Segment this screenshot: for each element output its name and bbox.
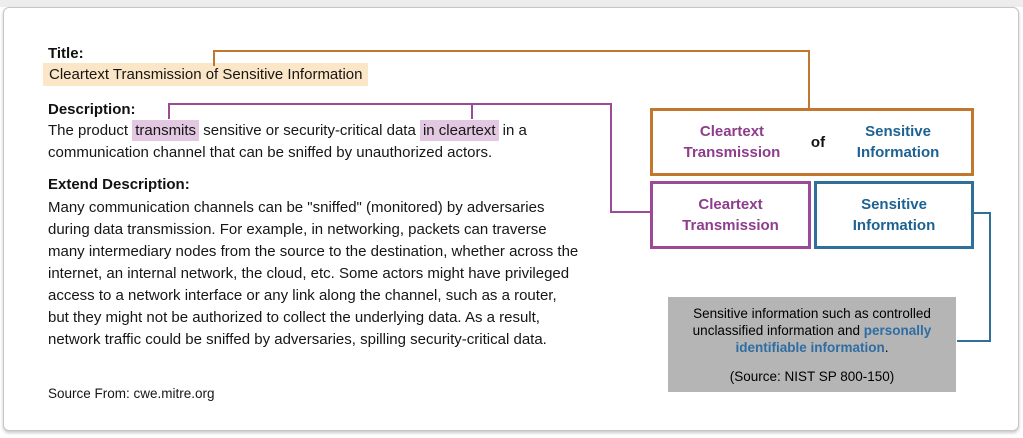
source-attribution: Source From: cwe.mitre.org [48, 386, 215, 401]
title-label: Title: [48, 45, 84, 62]
node-cleartext-transmission-of-sensitive-information: Cleartext Transmission of Sensitive Info… [650, 108, 974, 176]
title-value-highlighted: Cleartext Transmission of Sensitive Info… [43, 63, 369, 86]
purple-connector-horizontal [168, 103, 612, 105]
definition-note-box: Sensitive information such as controlled… [668, 297, 956, 392]
extend-description-label: Extend Description: [48, 176, 190, 193]
blue-connector-from-box [972, 212, 991, 214]
orange-connector-horizontal [213, 50, 810, 52]
purple-connector-to-box [610, 211, 652, 213]
node-cleartext-transmission: Cleartext Transmission [650, 181, 811, 249]
orange-connector-title-tick [213, 50, 215, 66]
blue-connector-to-note [957, 340, 991, 342]
definition-note-text: Sensitive information such as controlled… [692, 305, 932, 355]
purple-connector-vertical [610, 103, 612, 213]
orange-connector-vertical [808, 50, 810, 108]
extend-description-text: Many communication channels can be "snif… [48, 199, 579, 348]
description-text: The product transmits sensitive or secur… [48, 120, 527, 161]
node-sensitive-information: Sensitive Information [814, 181, 974, 249]
purple-connector-tick-cleartext [471, 103, 473, 119]
blue-connector-vertical [989, 212, 991, 342]
definition-note-source: (Source: NIST SP 800-150) [729, 368, 895, 384]
description-label: Description: [48, 101, 136, 118]
window-top-edge [0, 0, 1023, 7]
purple-connector-tick-transmits [168, 103, 170, 119]
